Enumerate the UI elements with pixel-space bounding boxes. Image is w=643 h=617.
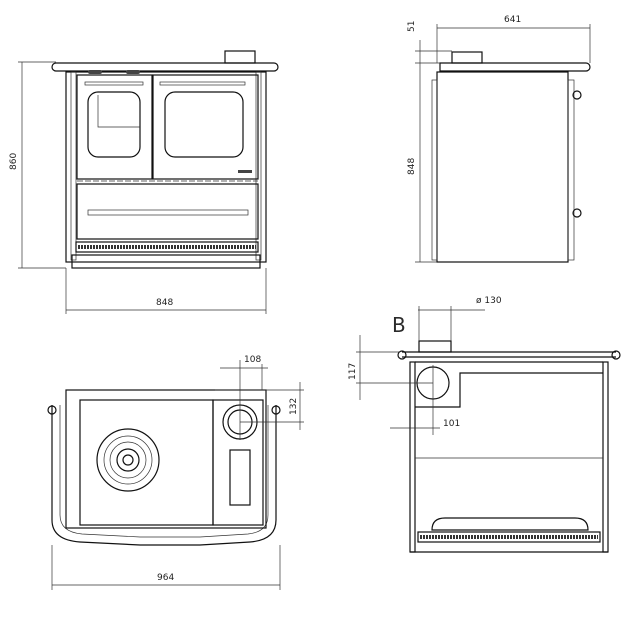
side-height-label: 848 [407,158,417,175]
front-view: 860 848 [9,50,279,314]
side-view: 641 51 848 [407,15,591,263]
side-top-offset-label: 51 [407,21,417,32]
top-flue-x-label: 108 [244,355,261,365]
front-height-label: 860 [9,153,19,170]
front-width-label: 848 [156,298,173,308]
top-flue-y-label: 132 [289,398,299,415]
side-depth-label: 641 [504,15,521,25]
rear-view: B ø 130 117 101 [348,296,621,553]
top-view: 108 132 964 [47,355,304,590]
flue-diameter-label: ø 130 [476,296,502,306]
top-width-label: 964 [157,573,174,583]
flue-offset-label: 101 [443,419,460,429]
flue-height-label: 117 [348,363,358,380]
view-letter-b: B [392,313,406,337]
